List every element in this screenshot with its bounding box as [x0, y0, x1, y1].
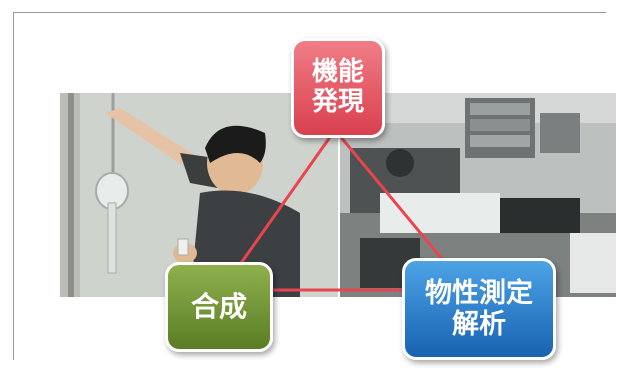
synthesis-node: 合成	[165, 262, 273, 352]
frame-top-border	[13, 12, 606, 13]
function-node: 機能 発現	[291, 38, 385, 138]
synthesis-node-label: 合成	[190, 289, 247, 323]
function-node-line2: 発現	[311, 87, 364, 117]
function-node-line1: 機能	[311, 57, 364, 88]
frame-left-border	[13, 12, 14, 360]
measurement-node-line2: 解析	[452, 309, 506, 340]
measurement-node-line1: 物性測定	[425, 277, 533, 309]
measurement-node: 物性測定 解析	[402, 258, 556, 360]
